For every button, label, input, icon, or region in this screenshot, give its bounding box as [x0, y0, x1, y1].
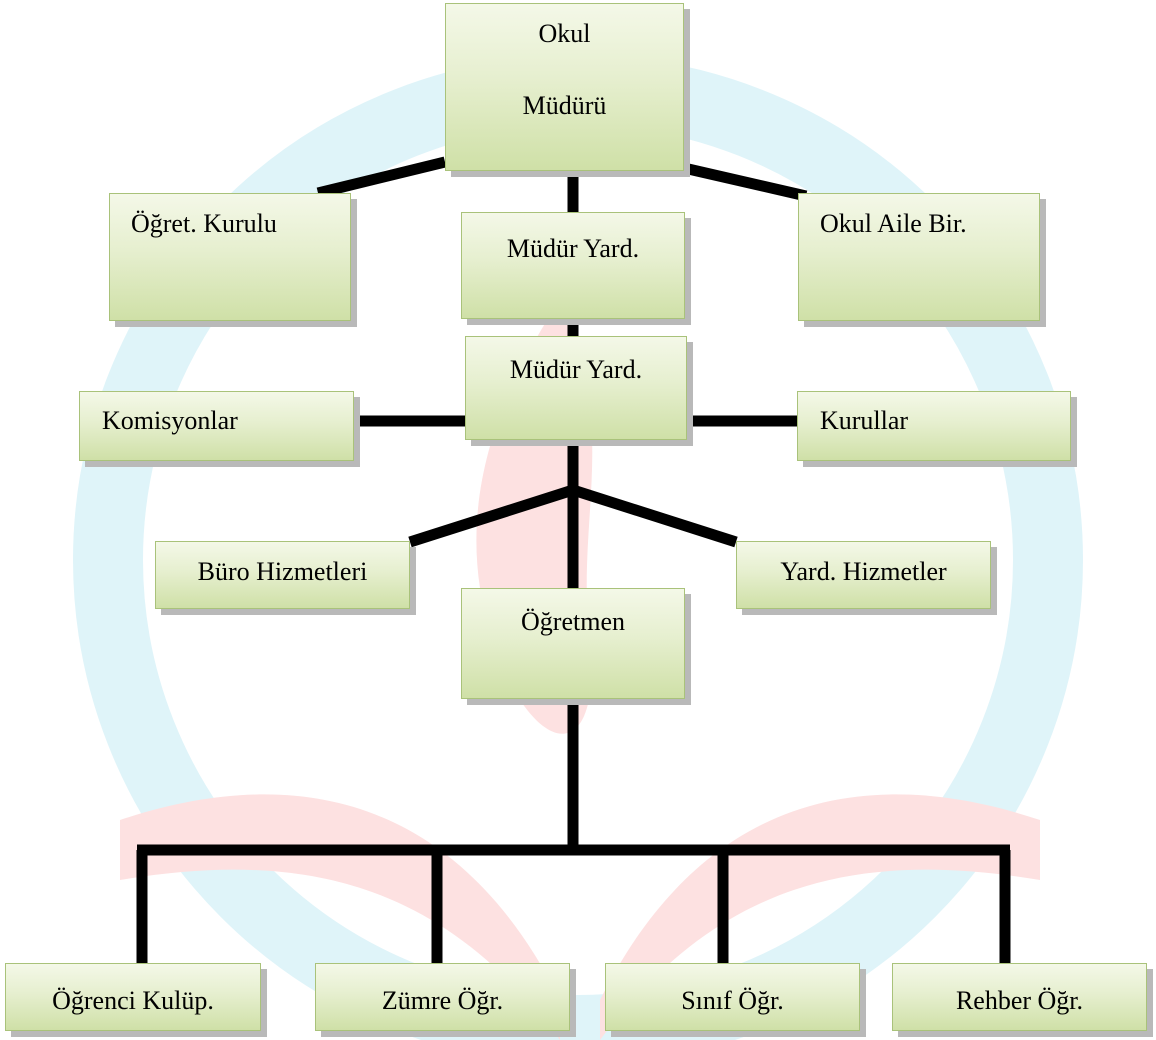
subject-teachers-label: Zümre Öğr. [381, 986, 504, 1015]
vice-principal-2-label: Müdür Yard. [509, 355, 643, 384]
principal-box: Okul Müdürü [445, 3, 684, 171]
class-teacher-label: Sınıf Öğr. [681, 986, 784, 1015]
vice-principal-2-box: Müdür Yard. [465, 336, 687, 440]
boards-label: Kurullar [820, 406, 909, 435]
watermark-book-left [120, 794, 560, 1040]
commissions-label: Komisyonlar [102, 406, 238, 435]
parent-association-label: Okul Aile Bir. [820, 209, 967, 238]
parent-association-box: Okul Aile Bir. [798, 193, 1040, 321]
guidance-teacher-label: Rehber Öğr. [955, 986, 1084, 1015]
support-services-label: Yard. Hizmetler [780, 557, 947, 586]
principal-label-line1: Okul [538, 19, 591, 48]
student-club-label: Öğrenci Kulüp. [52, 986, 214, 1015]
office-services-label: Büro Hizmetleri [197, 557, 368, 586]
class-teacher-box: Sınıf Öğr. [605, 963, 860, 1031]
teacher-box: Öğretmen [461, 588, 685, 699]
teacher-label: Öğretmen [521, 607, 625, 636]
watermark-book-right [600, 794, 1040, 1040]
commissions-box: Komisyonlar [79, 391, 354, 461]
teachers-council-box: Öğret. Kurulu [109, 193, 351, 321]
teachers-council-label: Öğret. Kurulu [131, 209, 277, 238]
line-hub-to-office [408, 484, 575, 548]
vice-principal-1-box: Müdür Yard. [461, 212, 685, 319]
subject-teachers-box: Zümre Öğr. [315, 963, 570, 1031]
support-services-box: Yard. Hizmetler [736, 541, 991, 609]
student-club-box: Öğrenci Kulüp. [5, 963, 261, 1031]
principal-label-line2: Müdürü [522, 91, 607, 120]
boards-box: Kurullar [797, 391, 1071, 461]
line-principal-to-parents [682, 162, 808, 202]
line-principal-to-council [316, 156, 447, 199]
guidance-teacher-box: Rehber Öğr. [892, 963, 1147, 1031]
line-hub-to-support [571, 484, 738, 548]
vice-principal-1-label: Müdür Yard. [506, 234, 640, 263]
office-services-box: Büro Hizmetleri [155, 541, 410, 609]
